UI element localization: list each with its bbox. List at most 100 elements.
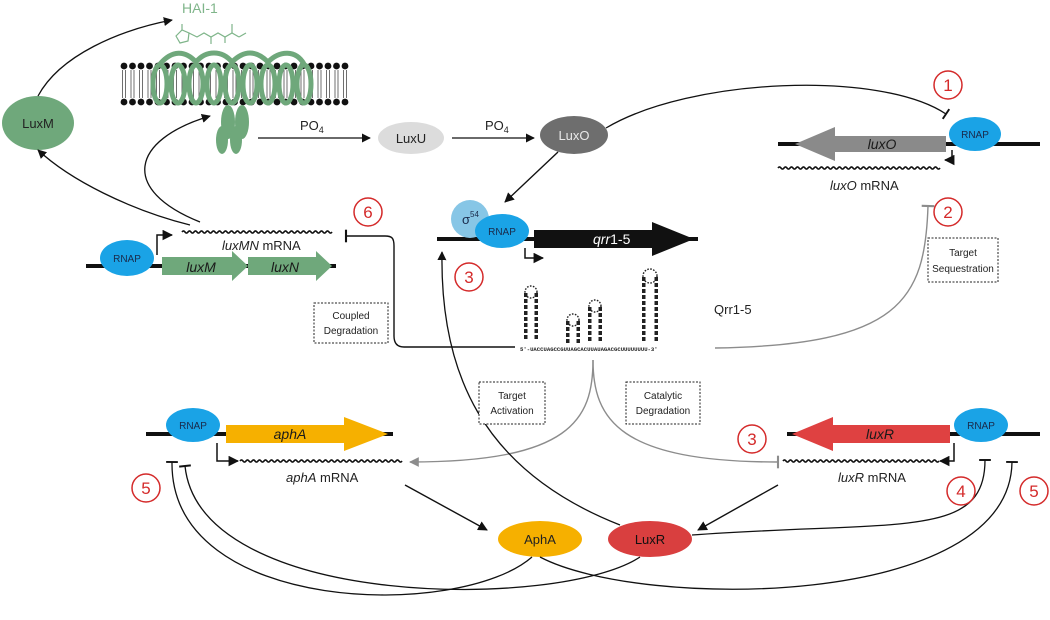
lipid-tail	[139, 70, 143, 98]
luxu-label: LuxU	[396, 131, 426, 146]
lipid-head	[333, 98, 340, 106]
luxr-operon: luxR RNAP luxR mRNA	[782, 408, 1040, 485]
luxn-gene-label: luxN	[271, 259, 300, 275]
catalytic-degradation-box: Catalytic Degradation	[625, 381, 701, 425]
coupled-degradation-box: Coupled Degradation	[313, 302, 389, 344]
qrr-stem-loops	[524, 268, 658, 343]
luxo-label: LuxO	[558, 128, 589, 143]
lipid-tail	[317, 70, 322, 98]
stem-loop	[566, 313, 580, 343]
luxo-node	[540, 116, 608, 154]
step-number-5-right: 5	[1019, 476, 1049, 506]
target-activation-arrow	[409, 359, 594, 467]
svg-text:Degradation: Degradation	[324, 326, 378, 337]
lipid-tail	[334, 70, 339, 98]
lipid-head	[316, 98, 323, 106]
transmembrane-helix	[150, 62, 170, 106]
svg-text:Target: Target	[949, 248, 977, 259]
stem-loop	[588, 299, 602, 341]
luxr-autorepression-line	[691, 459, 991, 536]
step-number-4: 4	[946, 476, 976, 506]
svg-text:Coupled: Coupled	[332, 311, 369, 322]
qrr-sequence: 5'-UACCUAGCCGUUAGCACUUAUAGACGCUUUUUUUU-3…	[520, 346, 658, 353]
luxo-operon: luxO RNAP luxO mRNA	[777, 117, 1040, 193]
luxr-mrna	[782, 459, 940, 463]
target-activation-box: Target Activation	[478, 381, 546, 425]
apha-gene-arrow	[226, 417, 388, 451]
luxm-label: LuxM	[22, 116, 54, 131]
svg-text:Activation: Activation	[490, 406, 533, 417]
lipid-tail	[300, 70, 305, 98]
qrr-srna: 5'-UACCUAGCCGUUAGCACUUAUAGACGCUUUUUUUU-3…	[520, 268, 752, 353]
luxn-gene-arrow	[248, 251, 332, 281]
luxr-gene-label: luxR	[866, 426, 894, 442]
coupled-degradation-line	[344, 229, 515, 348]
lipid-head	[341, 62, 349, 70]
svg-text:6: 6	[363, 203, 372, 222]
receptor-loops	[158, 50, 307, 66]
lipid-head	[316, 62, 323, 70]
rnap-luxo-label: RNAP	[961, 130, 989, 141]
qrr-promoter-arrow	[524, 248, 545, 264]
luxo-gene-label: luxO	[868, 136, 897, 152]
transmembrane-helix	[276, 62, 296, 106]
luxo-autorepression-line	[605, 84, 951, 129]
lipid-head	[146, 62, 153, 70]
luxr-promoter-arrow	[938, 443, 955, 467]
lipid-tail	[343, 70, 347, 98]
svg-text:Sequestration: Sequestration	[932, 264, 994, 275]
rnap-luxmn-label: RNAP	[113, 254, 141, 265]
svg-text:3: 3	[464, 268, 473, 287]
luxo-mrna	[777, 166, 941, 170]
luxu-node	[378, 122, 444, 154]
step-number-5-left: 5	[131, 473, 161, 503]
luxm-gene-label: luxM	[186, 259, 216, 275]
rnap-qrr-label: RNAP	[488, 227, 516, 238]
lipid-tail	[122, 70, 126, 98]
luxr-to-apha-promoter-line	[179, 464, 641, 591]
luxn-receptor	[150, 50, 314, 154]
apha-mrna	[239, 459, 403, 463]
phosphorelay: PO4 LuxU PO4 LuxO	[258, 116, 608, 154]
transmembrane-helix	[258, 62, 278, 106]
step-number-3-luxr: 3	[737, 424, 767, 454]
rnap-apha	[166, 408, 220, 442]
transmembrane-helix	[186, 62, 206, 106]
transmembrane-helix	[240, 62, 260, 106]
luxr-mrna-label: luxR mRNA	[838, 470, 906, 485]
lipid-head	[273, 98, 281, 106]
apha-promoter-arrow	[216, 443, 240, 467]
lipid-tail	[326, 70, 330, 98]
luxo-gene-arrow	[795, 127, 946, 161]
step-number-6: 6	[353, 197, 383, 227]
lipid-head	[120, 98, 128, 106]
rnap-qrr	[475, 214, 529, 248]
svg-text:Target: Target	[498, 391, 526, 402]
luxmn-operon: RNAP luxM luxN luxMN mRNA	[86, 229, 336, 281]
lipid-head	[120, 62, 128, 70]
luxr-to-qrr-arrow	[437, 251, 621, 526]
hai1-label: HAI-1	[182, 0, 218, 16]
rnap-luxr-label: RNAP	[967, 421, 995, 432]
lipid-head	[137, 62, 145, 70]
lipid-tail	[249, 70, 254, 98]
luxm-to-hai1-arrow	[37, 17, 173, 97]
step-number-3-qrr: 3	[454, 262, 484, 292]
apha-gene-label: aphA	[274, 426, 307, 442]
target-sequestration-line	[714, 204, 935, 349]
svg-text:1: 1	[943, 76, 952, 95]
svg-text:2: 2	[943, 203, 952, 222]
svg-text:Degradation: Degradation	[636, 406, 690, 417]
apha-operon: RNAP aphA aphA mRNA	[146, 408, 403, 485]
luxr-gene-arrow	[792, 417, 950, 451]
luxmn-mrna	[181, 230, 333, 234]
lipid-tail	[283, 70, 288, 98]
lipid-head	[333, 62, 340, 70]
luxr-mrna-to-luxr-arrow	[697, 484, 779, 531]
luxmn-mrna-to-receptor-arrow	[144, 114, 211, 223]
phosphate-label-1: PO4	[300, 118, 324, 135]
transmembrane-helix	[168, 62, 188, 106]
lipid-tail	[156, 70, 160, 98]
